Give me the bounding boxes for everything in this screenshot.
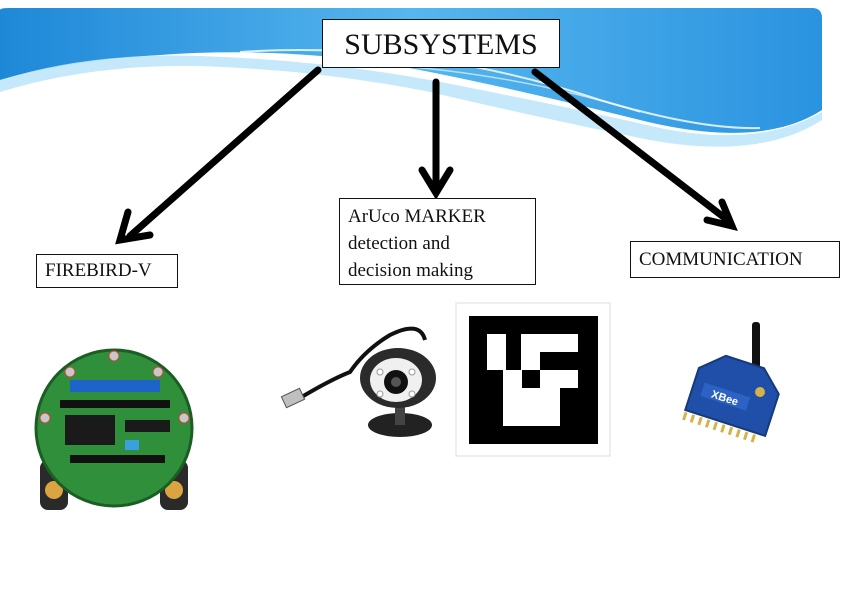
firebird-box: FIREBIRD-V (36, 254, 178, 288)
arrowhead-firebird (115, 208, 154, 245)
arrowhead-communication (703, 198, 738, 232)
aruco-label-line2: detection and (348, 233, 450, 254)
aruco-label-line1: ArUco MARKER (348, 206, 486, 227)
arrowhead-aruco (418, 166, 454, 200)
communication-label: COMMUNICATION (639, 249, 803, 270)
aruco-label-line3: decision making (348, 260, 474, 281)
firebird-label: FIREBIRD-V (45, 260, 152, 281)
aruco-box: ArUco MARKER detection and decision maki… (339, 198, 536, 285)
title-label: SUBSYSTEMS (344, 28, 538, 61)
arrow-to-firebird (126, 66, 322, 240)
communication-box: COMMUNICATION (630, 241, 840, 278)
arrow-to-communication (531, 68, 734, 226)
title-box: SUBSYSTEMS (322, 19, 560, 68)
